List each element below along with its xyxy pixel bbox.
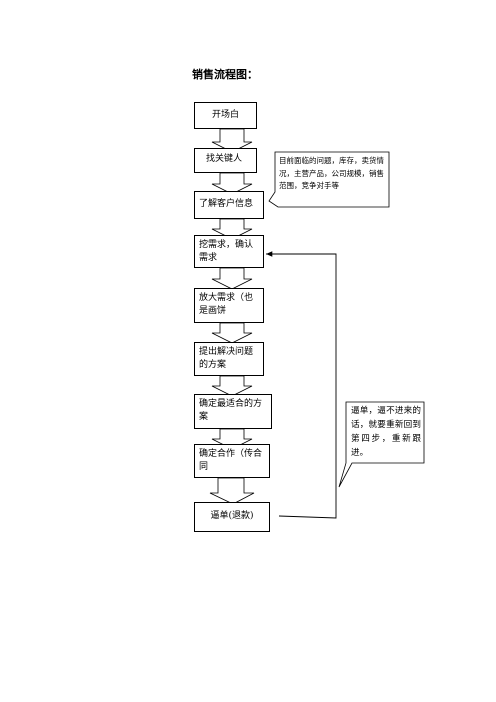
loop-back-line — [266, 251, 337, 519]
step-amplify-needs: 放大需求（也是画饼 — [194, 288, 264, 323]
step-opening: 开场白 — [194, 102, 257, 129]
arrow-8-9 — [209, 477, 255, 505]
arrow-3-4 — [211, 218, 253, 240]
step-customer-info: 了解客户信息 — [194, 191, 264, 219]
step-find-key-person: 找关键人 — [194, 148, 257, 173]
page-title: 销售流程图： — [192, 68, 258, 81]
step-dig-needs: 挖需求，确认需求 — [194, 235, 264, 268]
arrow-6-7 — [211, 375, 253, 397]
arrow-2-3 — [211, 172, 253, 195]
step-close-deal: 逼单(退款) — [194, 502, 270, 532]
callout-loop-back-text: 逼单，逼不进来的话，就要重新回到第四步，重新跟进。 — [351, 406, 421, 458]
callout-loop-shape — [338, 401, 425, 488]
callout-customer-info-text: 目前面临的问题，库存，卖货情况，主营产品，公司规模，销售范围，竞争对手等 — [279, 156, 384, 190]
step-best-solution: 确定最适合的方案 — [194, 394, 272, 429]
step-confirm-cooperation: 确定合作（传合同 — [194, 444, 270, 478]
callout-customer-info-shape — [268, 151, 390, 208]
arrow-1-2 — [211, 128, 253, 153]
step-propose-solution: 提出解决问题的方案 — [194, 342, 264, 376]
arrow-4-5 — [211, 267, 253, 290]
arrow-5-6 — [211, 322, 253, 344]
